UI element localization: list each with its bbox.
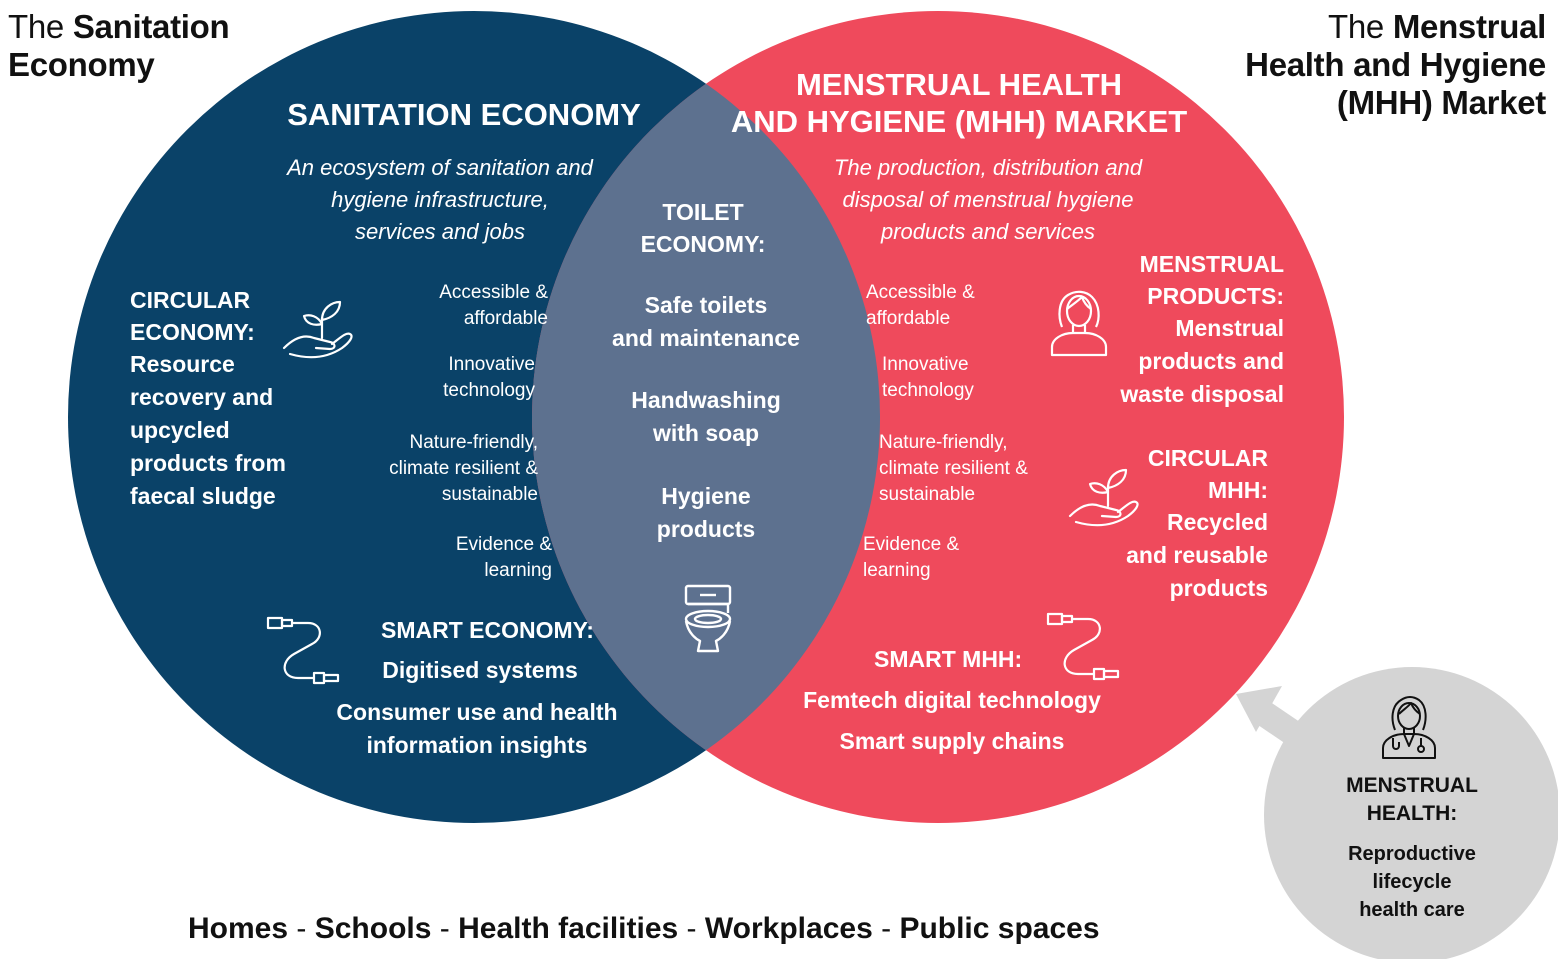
separator: - bbox=[686, 912, 697, 945]
feature-evidence-right: Evidence &learning bbox=[863, 534, 960, 581]
usb-cable-icon bbox=[1046, 612, 1120, 681]
setting-workplaces: Workplaces bbox=[704, 912, 873, 945]
mhh-subtitle: The production, distribution and disposa… bbox=[833, 155, 1143, 244]
feature-nature-right: Nature-friendly,climate resilient &susta… bbox=[879, 432, 1028, 505]
health-circle bbox=[1264, 667, 1558, 959]
menstrual-products-body: Menstrual products and waste disposal bbox=[1120, 315, 1284, 407]
corner-title-left: The Sanitation Economy bbox=[8, 8, 230, 83]
sanitation-subtitle: An ecosystem of sanitation and hygiene i… bbox=[287, 155, 593, 244]
menstrual-health-body: Reproductive lifecycle health care bbox=[1348, 843, 1476, 921]
arrow-icon bbox=[1236, 686, 1326, 761]
setting-schools: Schools bbox=[314, 912, 432, 945]
smart-economy-heading: SMART ECONOMY: bbox=[381, 617, 594, 643]
feature-evidence-left: Evidence &learning bbox=[455, 534, 552, 581]
feature-accessible-left: Accessible &affordable bbox=[439, 282, 548, 329]
toilet-icon bbox=[684, 584, 732, 653]
plant-in-hand-icon bbox=[282, 300, 353, 359]
smart-economy-block: SMART ECONOMY: bbox=[300, 614, 650, 646]
menstrual-health-heading: MENSTRUAL bbox=[1346, 774, 1478, 797]
usb-cable-icon bbox=[266, 616, 340, 685]
doctor-icon bbox=[1382, 696, 1436, 759]
circular-economy-body: Resource recovery and upcycled products … bbox=[130, 351, 286, 509]
feature-accessible-right: Accessible &affordable bbox=[866, 282, 975, 329]
smart-mhh-heading: SMART MHH: bbox=[874, 646, 1023, 672]
smart-mhh-item-1: Femtech digital technology bbox=[803, 687, 1101, 713]
circular-economy-heading: CIRCULAR ECONOMY: bbox=[130, 287, 255, 345]
setting-public-spaces: Public spaces bbox=[899, 912, 1100, 945]
smart-mhh-item-2: Smart supply chains bbox=[839, 728, 1065, 754]
setting-homes: Homes bbox=[188, 912, 289, 945]
woman-icon bbox=[1050, 290, 1108, 357]
separator: - bbox=[439, 912, 450, 945]
separator: - bbox=[296, 912, 307, 945]
sanitation-title: SANITATION ECONOMY bbox=[287, 97, 641, 132]
menstrual-health-heading-2: HEALTH: bbox=[1366, 802, 1458, 825]
feature-nature-left: Nature-friendly,climate resilient &susta… bbox=[389, 432, 538, 505]
setting-health-facilities: Health facilities bbox=[458, 912, 679, 945]
corner-title-right: The Menstrual Health and Hygiene (MHH) M… bbox=[1245, 8, 1546, 121]
smart-economy-item-1: Digitised systems bbox=[382, 657, 578, 683]
separator: - bbox=[881, 912, 892, 945]
plant-in-hand-icon bbox=[1068, 468, 1139, 527]
circular-mhh-body: Recycled and reusable products bbox=[1126, 509, 1268, 601]
circular-economy-block: CIRCULAR ECONOMY: Resource recovery and … bbox=[130, 284, 330, 513]
overlap-region bbox=[532, 11, 880, 823]
menstrual-health-block: MENSTRUAL HEALTH: Reproductive lifecycle… bbox=[1312, 772, 1512, 924]
settings-list: Homes - Schools - Health facilities - Wo… bbox=[188, 912, 1100, 946]
